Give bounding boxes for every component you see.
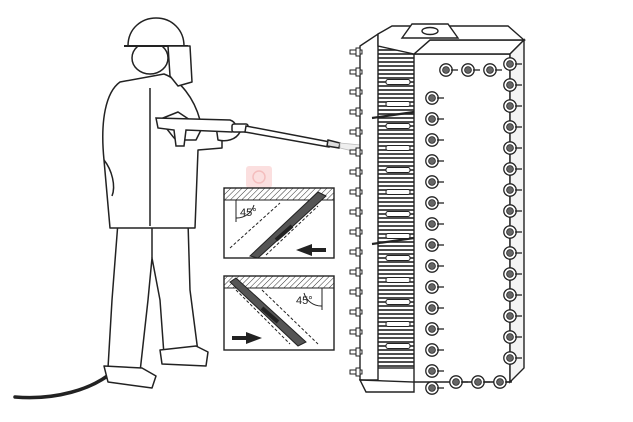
nut-icon [425,217,444,231]
tie-rod-end [385,123,411,129]
nut-icon [425,154,444,168]
inset-upper-angle-label: 45° [240,207,257,219]
tie-rod [349,147,363,157]
nut-icon [425,381,444,395]
nuts-top-row [439,63,502,77]
worker [102,17,241,389]
inset-upper-hatched-wall [223,187,335,201]
tie-rod-end [385,79,411,85]
nut-icon [449,375,468,389]
nut-icon [471,375,490,389]
tie-rod [349,67,363,77]
nut-icon [503,288,522,302]
nut-icon [425,133,444,147]
nut-icon [493,375,512,389]
nut-icon [425,238,444,252]
tie-rod [349,287,363,297]
nuts-bottom-row [425,375,512,395]
tie-rod-end [385,255,411,261]
frame-left [359,32,379,381]
tie-rod-end [385,189,411,195]
lance-tube [244,125,331,148]
tie-rod-end [385,101,411,107]
nut-icon [503,309,522,323]
inset-upper: 45° [223,187,335,259]
nut-icon [425,259,444,273]
nut-icon [425,301,444,315]
tie-rod-end [385,167,411,173]
nut-icon [425,196,444,210]
worker-boot-left [103,365,157,389]
nut-icon [425,175,444,189]
tie-rod-end [385,299,411,305]
nut-icon [503,57,522,71]
helmet-icon [127,17,185,47]
tie-rod [349,207,363,217]
nut-icon [425,280,444,294]
nut-icon [503,204,522,218]
tie-rod [349,107,363,117]
tie-rod [349,227,363,237]
tie-rod-end [385,211,411,217]
tie-rod-end [385,277,411,283]
tie-rod [349,87,363,97]
tie-rod [349,267,363,277]
lance-nozzle [326,139,341,149]
nut-icon [503,141,522,155]
nut-icon [503,267,522,281]
nut-icon [503,99,522,113]
nut-icon [503,183,522,197]
nut-icon [425,343,444,357]
tie-rod [349,47,363,57]
arrow-left-icon [296,244,326,256]
nut-icon [425,322,444,336]
nut-icon [503,162,522,176]
nut-icon [503,246,522,260]
tie-rod [349,327,363,337]
worker-boot-right [159,345,209,367]
tie-rod [349,127,363,137]
plate-pack [375,45,417,369]
tie-rods-left [349,47,363,377]
worker-jacket [102,73,223,229]
tie-rod [349,347,363,357]
tie-rod-end [385,145,411,151]
nut-icon [425,91,444,105]
nut-icon [503,120,522,134]
tie-rod [349,167,363,177]
tie-rod [349,367,363,377]
nut-icon [503,330,522,344]
nut-icon [503,225,522,239]
tie-rod [349,247,363,257]
inset-lower-hatched-wall [223,275,335,289]
nut-icon [425,364,444,378]
heat-exchanger [358,23,526,393]
tie-rod-end [385,343,411,349]
inset-upper-lance [248,191,327,259]
nut-icon [461,63,480,77]
nut-icon [439,63,458,77]
tie-rod-end [385,321,411,327]
worker-legs [107,221,199,373]
nut-icon [425,112,444,126]
nuts-inner-column [425,91,444,378]
nuts-outer-column [503,57,522,365]
inset-lower-angle-label: 45° [296,295,313,307]
nut-icon [503,351,522,365]
spray-lance [155,117,341,149]
nut-icon [503,78,522,92]
nut-icon [483,63,502,77]
tie-rod-end [385,233,411,239]
inset-lower: 45° [223,275,335,351]
tie-rod [349,307,363,317]
visor-icon [167,45,193,87]
arrow-right-icon [232,332,262,344]
watermark-logo [246,166,272,188]
tie-rod [349,187,363,197]
tie-rods-pack [385,79,411,349]
